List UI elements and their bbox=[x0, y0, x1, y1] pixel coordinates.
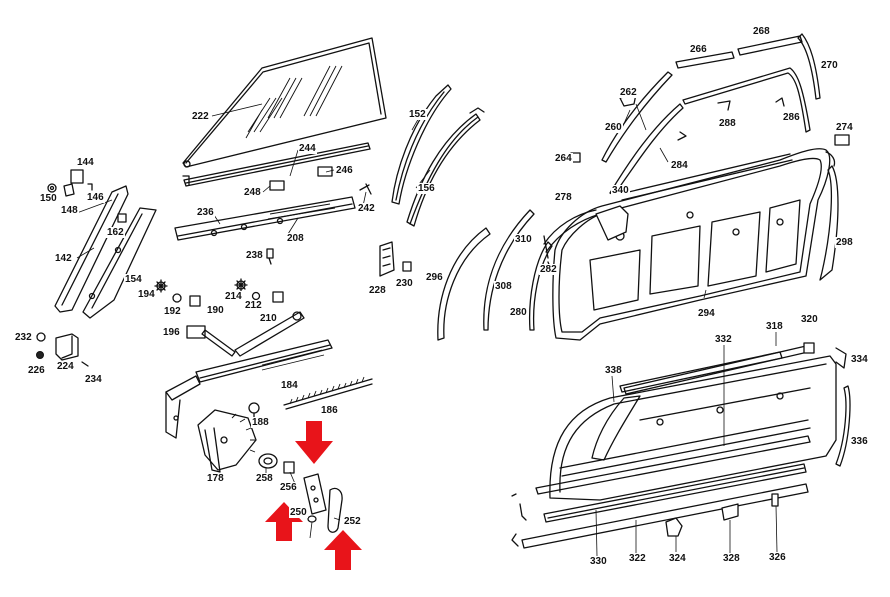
guide-pad bbox=[327, 487, 343, 533]
label-214: 214 bbox=[224, 291, 243, 302]
label-320: 320 bbox=[800, 314, 819, 325]
vent-weatherstrip bbox=[543, 205, 629, 273]
label-264: 264 bbox=[554, 153, 573, 164]
rocker-moldings bbox=[511, 435, 811, 549]
label-150: 150 bbox=[39, 193, 58, 204]
label-338: 338 bbox=[604, 365, 623, 376]
label-148: 148 bbox=[60, 205, 79, 216]
front-pillar bbox=[54, 185, 129, 313]
label-246: 246 bbox=[335, 165, 354, 176]
label-252: 252 bbox=[343, 516, 362, 527]
label-188: 188 bbox=[251, 417, 270, 428]
label-194: 194 bbox=[137, 289, 156, 300]
label-310: 310 bbox=[514, 234, 533, 245]
label-256: 256 bbox=[279, 482, 298, 493]
label-210: 210 bbox=[259, 313, 278, 324]
label-274: 274 bbox=[835, 122, 854, 133]
label-324: 324 bbox=[668, 553, 687, 564]
pillar-trim bbox=[82, 207, 157, 319]
label-144: 144 bbox=[76, 157, 95, 168]
red-arrow-down bbox=[295, 421, 333, 464]
label-196: 196 bbox=[162, 327, 181, 338]
label-278: 278 bbox=[554, 192, 573, 203]
label-296: 296 bbox=[425, 272, 444, 283]
label-248: 248 bbox=[243, 187, 262, 198]
label-322: 322 bbox=[628, 553, 647, 564]
screw bbox=[266, 248, 274, 265]
red-arrow-up-right bbox=[324, 530, 362, 570]
roof-weatherstrips bbox=[570, 33, 850, 196]
label-226: 226 bbox=[27, 365, 46, 376]
label-262: 262 bbox=[619, 87, 638, 98]
label-208: 208 bbox=[286, 233, 305, 244]
label-178: 178 bbox=[206, 473, 225, 484]
door-seals bbox=[437, 209, 553, 341]
label-326: 326 bbox=[768, 552, 787, 563]
label-142: 142 bbox=[54, 253, 73, 264]
label-336: 336 bbox=[850, 436, 869, 447]
label-318: 318 bbox=[765, 321, 784, 332]
regulator-small-parts bbox=[154, 278, 284, 339]
label-298: 298 bbox=[835, 237, 854, 248]
label-258: 258 bbox=[255, 473, 274, 484]
label-162: 162 bbox=[106, 227, 125, 238]
door-inner-panel bbox=[552, 148, 831, 341]
label-232: 232 bbox=[14, 332, 33, 343]
label-156: 156 bbox=[417, 183, 436, 194]
label-334: 334 bbox=[850, 354, 869, 365]
label-260: 260 bbox=[604, 122, 623, 133]
glass-channel bbox=[182, 142, 371, 187]
label-270: 270 bbox=[820, 60, 839, 71]
label-308: 308 bbox=[494, 281, 513, 292]
label-212: 212 bbox=[244, 300, 263, 311]
label-238: 238 bbox=[245, 250, 264, 261]
gear-quadrant bbox=[197, 409, 257, 473]
label-288: 288 bbox=[718, 118, 737, 129]
window-regulator bbox=[165, 311, 333, 439]
label-332: 332 bbox=[714, 334, 733, 345]
label-250: 250 bbox=[289, 507, 308, 518]
label-228: 228 bbox=[368, 285, 387, 296]
label-190: 190 bbox=[206, 305, 225, 316]
molding-clips bbox=[665, 493, 779, 537]
lift-channel bbox=[174, 196, 356, 241]
label-222: 222 bbox=[191, 111, 210, 122]
roller-bushing bbox=[258, 453, 295, 474]
label-236: 236 bbox=[196, 207, 215, 218]
red-arrows bbox=[265, 421, 362, 570]
rear-window-channel bbox=[391, 84, 485, 227]
label-268: 268 bbox=[752, 26, 771, 37]
door-glass bbox=[182, 37, 387, 168]
label-184: 184 bbox=[280, 380, 299, 391]
label-224: 224 bbox=[56, 361, 75, 372]
label-234: 234 bbox=[84, 374, 103, 385]
leader-lines bbox=[73, 103, 778, 557]
label-154: 154 bbox=[124, 274, 143, 285]
label-294: 294 bbox=[697, 308, 716, 319]
label-242: 242 bbox=[357, 203, 376, 214]
label-328: 328 bbox=[722, 553, 741, 564]
label-286: 286 bbox=[782, 112, 801, 123]
lock-cylinder-parts bbox=[36, 332, 89, 367]
label-330: 330 bbox=[589, 556, 608, 567]
mirror-mount-parts bbox=[47, 169, 127, 223]
red-arrow-up-left bbox=[265, 502, 303, 541]
label-192: 192 bbox=[163, 306, 182, 317]
regulator-spring bbox=[283, 376, 373, 410]
label-266: 266 bbox=[689, 44, 708, 55]
label-146: 146 bbox=[86, 192, 105, 203]
label-282: 282 bbox=[539, 264, 558, 275]
label-280: 280 bbox=[509, 307, 528, 318]
door-outer-panel bbox=[549, 351, 837, 501]
label-152: 152 bbox=[408, 109, 427, 120]
window-switch bbox=[379, 241, 412, 277]
label-284: 284 bbox=[670, 160, 689, 171]
label-186: 186 bbox=[320, 405, 339, 416]
label-230: 230 bbox=[395, 278, 414, 289]
channel-clips bbox=[269, 166, 333, 191]
label-340: 340 bbox=[611, 185, 630, 196]
label-244: 244 bbox=[298, 143, 317, 154]
